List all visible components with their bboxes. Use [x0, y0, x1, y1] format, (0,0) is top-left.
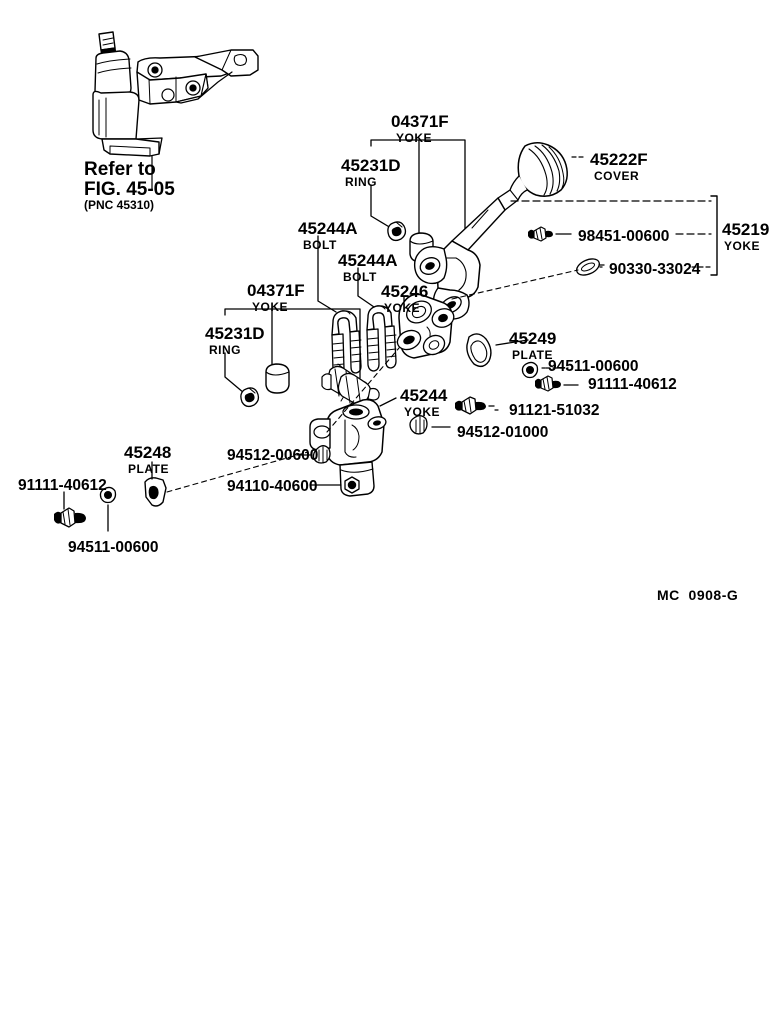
- leader-45231d-upper: [370, 184, 392, 229]
- part-45249-plate: [466, 333, 492, 368]
- part-04371f-bushing-lower: [265, 363, 290, 394]
- callout-number-45231d-lower[interactable]: 45231D: [205, 324, 265, 343]
- part-45231d-ring-upper: [387, 221, 407, 242]
- callout-name-45219: YOKE: [724, 239, 761, 253]
- steering-gear-assembly-drawing: [92, 31, 259, 191]
- callout-name-45248: PLATE: [128, 462, 169, 476]
- part-number-94110-40600[interactable]: 94110-40600: [227, 478, 318, 495]
- callout-name-45222f: COVER: [594, 169, 640, 183]
- reference-note-line2: FIG. 45-05: [84, 179, 175, 200]
- callout-number-04371f-lower[interactable]: 04371F: [247, 281, 305, 300]
- callout-name-45231d-lower: RING: [209, 343, 241, 357]
- part-universal-joint-spider-lower: [337, 372, 380, 405]
- part-94511-00600-washer-bottom: [99, 486, 117, 504]
- bracket-04371f-lower: [224, 308, 361, 379]
- part-number-94511-00600-bottom[interactable]: 94511-00600: [68, 539, 159, 556]
- callout-name-04371f-upper: YOKE: [396, 131, 433, 145]
- part-91121-51032-bolt: [455, 396, 486, 415]
- bracket-04371f-upper: [370, 139, 466, 287]
- part-94110-40600-nut: [344, 476, 360, 494]
- callout-name-45231d-upper: RING: [345, 175, 377, 189]
- callout-number-45222f[interactable]: 45222F: [590, 150, 648, 169]
- callout-number-45244a-left[interactable]: 45244A: [298, 219, 358, 238]
- intermediate-shaft-assembly: [413, 142, 568, 320]
- leader-yoke-to-oring: [451, 269, 579, 300]
- leader-coupling-to-yoke: [326, 347, 400, 433]
- callout-name-45244a-right: BOLT: [343, 270, 377, 284]
- part-94512-01000-washer: [409, 415, 428, 435]
- callout-number-45244[interactable]: 45244: [400, 386, 448, 405]
- callout-number-45219[interactable]: 45219: [722, 220, 770, 239]
- sheet-footer-code: MC 0908-G: [657, 587, 739, 603]
- part-number-91111-40612-bottom[interactable]: 91111-40612: [18, 477, 107, 494]
- bracket-45219: [710, 195, 718, 276]
- leader-45244: [379, 397, 397, 407]
- callout-number-45231d-upper[interactable]: 45231D: [341, 156, 401, 175]
- part-number-98451-00600[interactable]: 98451-00600: [578, 228, 670, 245]
- callout-name-04371f-lower: YOKE: [252, 300, 289, 314]
- leader-45244a-left: [317, 235, 337, 313]
- reference-note-line3: (PNC 45310): [84, 198, 155, 212]
- part-number-91121-51032[interactable]: 91121-51032: [509, 402, 600, 419]
- callout-name-45244a-left: BOLT: [303, 238, 337, 252]
- leader-45244a-right: [357, 267, 375, 308]
- part-98451-00600-bolt: [528, 226, 553, 242]
- part-number-94511-00600-right[interactable]: 94511-00600: [548, 358, 639, 375]
- callout-name-45249: PLATE: [512, 348, 553, 362]
- leader-45231d-lower: [224, 352, 245, 394]
- part-45246-flex-coupling: [396, 293, 455, 359]
- part-94511-00600-washer-right: [521, 361, 539, 379]
- part-number-94512-01000[interactable]: 94512-01000: [457, 424, 549, 441]
- callout-number-45246[interactable]: 45246: [381, 282, 429, 301]
- leaders-45219: [510, 200, 712, 268]
- part-number-90330-33024[interactable]: 90330-33024: [609, 261, 701, 278]
- callout-number-04371f-upper[interactable]: 04371F: [391, 112, 449, 131]
- callout-number-45244a-right[interactable]: 45244A: [338, 251, 398, 270]
- leader-45249: [495, 339, 529, 346]
- leader-plate-to-washer: [166, 451, 309, 493]
- part-45244a-bolt-right: [366, 305, 397, 372]
- callout-name-45246: YOKE: [384, 301, 421, 315]
- callout-number-45248[interactable]: 45248: [124, 443, 172, 462]
- part-94512-00600-washer: [312, 445, 331, 464]
- part-number-94512-00600[interactable]: 94512-00600: [227, 447, 319, 464]
- callout-number-45249[interactable]: 45249: [509, 329, 557, 348]
- callout-name-45244: YOKE: [404, 405, 441, 419]
- reference-note-line1: Refer to: [84, 159, 156, 180]
- part-45248-plate: [144, 477, 167, 507]
- part-90330-33024-oring: [576, 258, 600, 276]
- part-91111-40612-bolt-bottom: [54, 507, 86, 528]
- part-45231d-ring-lower: [240, 387, 260, 408]
- part-91111-40612-bolt-right: [535, 375, 561, 392]
- part-number-91111-40612-right[interactable]: 91111-40612: [588, 376, 677, 393]
